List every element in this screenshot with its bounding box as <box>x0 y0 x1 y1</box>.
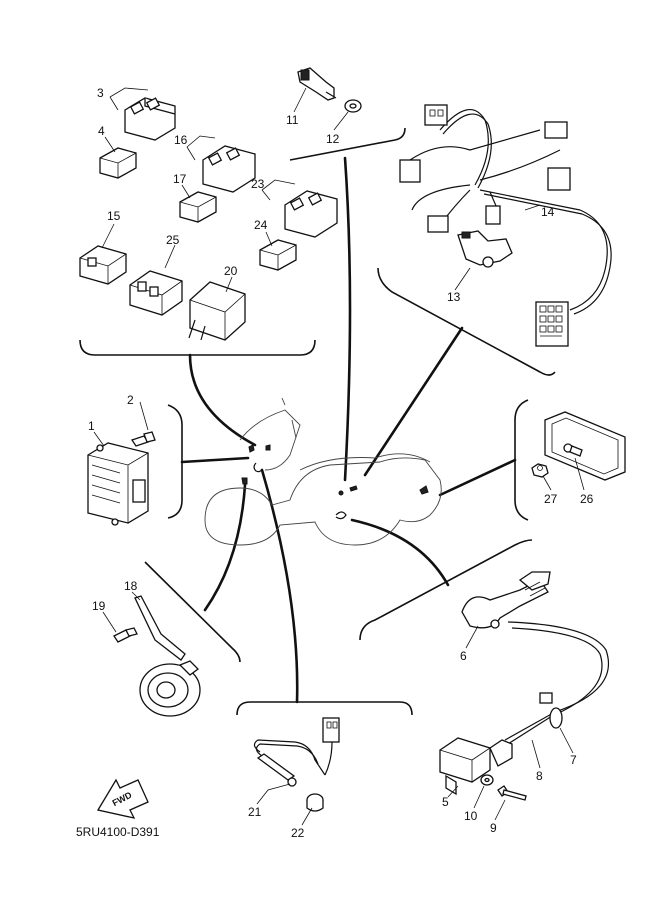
relay-16 <box>202 145 256 193</box>
horn-bracket-18 <box>134 595 186 661</box>
group-bracket-sensor <box>289 127 406 161</box>
group-bracket-relays <box>79 339 316 356</box>
callout-18: 18 <box>124 579 138 593</box>
clamp-7 <box>549 707 563 729</box>
leader-sensor <box>343 156 352 482</box>
group-bracket-regulator <box>167 404 183 519</box>
callout-17: 17 <box>173 172 187 186</box>
leader-harness <box>363 326 464 477</box>
speed-sensor-13 <box>457 230 513 268</box>
bolt-2 <box>130 431 156 447</box>
callout-11: 11 <box>286 113 299 127</box>
washer-12 <box>344 99 362 113</box>
motorcycle-silhouette <box>204 397 442 546</box>
leader-relays <box>188 353 257 447</box>
group-bracket-plate <box>514 399 529 521</box>
callout-22: 22 <box>291 826 305 840</box>
leader-plate <box>438 458 517 497</box>
leader-regulator <box>180 456 250 464</box>
callout-15: 15 <box>107 209 121 223</box>
cover-4 <box>99 147 137 179</box>
callout-10: 10 <box>464 809 478 823</box>
callout-3: 3 <box>97 86 104 100</box>
cable-8 <box>504 621 610 745</box>
cover-24 <box>259 239 297 271</box>
callout-20: 20 <box>224 264 238 278</box>
leader-horn <box>203 483 247 612</box>
callout-26: 26 <box>580 492 594 506</box>
group-bracket-horn <box>144 561 241 663</box>
wire-harness-14 <box>399 104 612 347</box>
callout-25: 25 <box>166 233 180 247</box>
ignition-coil-5 <box>439 737 513 796</box>
callout-13: 13 <box>447 290 461 304</box>
callout-7: 7 <box>570 753 577 767</box>
group-bracket-sidestand <box>236 701 413 716</box>
switch-21 <box>253 717 340 787</box>
relay-3 <box>124 97 176 141</box>
bolt-9 <box>497 785 527 801</box>
group-bracket-ignition <box>359 539 533 641</box>
group-bracket-harness <box>377 267 556 376</box>
relay-23 <box>284 190 338 238</box>
callout-9: 9 <box>490 821 497 835</box>
bolt-19 <box>113 627 138 643</box>
callout-19: 19 <box>92 599 106 613</box>
callout-21: 21 <box>248 805 262 819</box>
fwd-arrow-icon: FWD <box>96 778 149 819</box>
callout-4: 4 <box>98 124 105 138</box>
callout-24: 24 <box>254 218 268 232</box>
callout-6: 6 <box>460 649 467 663</box>
relay-15 <box>79 245 127 285</box>
callout-12: 12 <box>326 132 340 146</box>
relay-25 <box>129 270 183 316</box>
collar-22 <box>306 793 324 812</box>
callout-14: 14 <box>541 205 555 219</box>
washer-10 <box>480 774 494 786</box>
callout-27: 27 <box>544 492 558 506</box>
callout-23: 23 <box>251 177 265 191</box>
callout-8: 8 <box>536 769 543 783</box>
callout-1: 1 <box>88 419 95 433</box>
leader-sidestand <box>260 468 299 704</box>
flasher-relay-20 <box>188 281 246 341</box>
leader-ignition <box>350 518 450 587</box>
sensor-11 <box>297 67 337 101</box>
regulator-1 <box>87 442 149 526</box>
horn <box>139 660 201 717</box>
plate-26 <box>544 411 626 481</box>
callout-leaders <box>93 87 585 826</box>
plug-cap-6 <box>461 571 551 629</box>
callout-5: 5 <box>442 795 449 809</box>
nut-27 <box>531 463 549 478</box>
mount-point-markers <box>241 444 429 520</box>
drawing-code: 5RU4100-D391 <box>76 825 160 839</box>
callout-16: 16 <box>174 133 188 147</box>
cover-17 <box>179 191 217 223</box>
callout-2: 2 <box>127 393 134 407</box>
